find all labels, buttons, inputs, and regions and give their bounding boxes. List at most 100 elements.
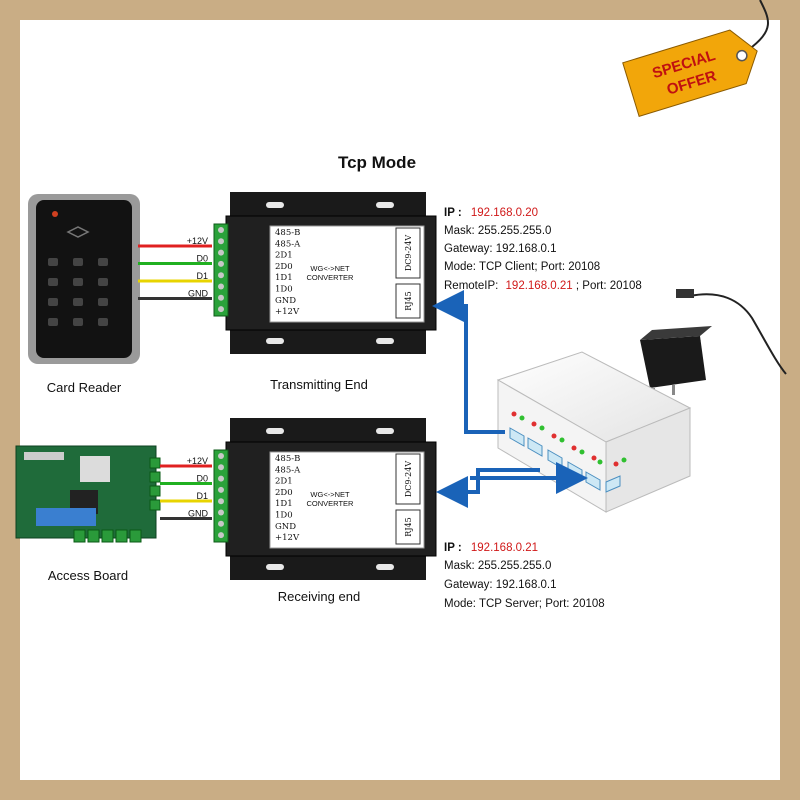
rx-mode-line: Mode: TCP Server; Port: 20108 bbox=[444, 598, 605, 610]
rx-pin-label: 2D1 bbox=[275, 477, 293, 487]
rx-screw bbox=[218, 464, 224, 471]
tx-screw bbox=[218, 238, 224, 245]
tx-mode-line: Mode: TCP Client; Port: 20108 bbox=[444, 261, 600, 273]
rx-screw bbox=[218, 520, 224, 527]
tx-screw bbox=[218, 260, 224, 267]
rx-screw bbox=[218, 532, 224, 539]
rx-name-line2: CONVERTER bbox=[307, 499, 355, 508]
rx-gateway-line: Gateway: 192.168.0.1 bbox=[444, 579, 557, 591]
tx-port-label: RJ45 bbox=[404, 291, 413, 310]
tx-pin-label: 1D1 bbox=[275, 273, 293, 283]
tx-name-line1: WG<->NET bbox=[310, 264, 350, 273]
power-adapter-icon bbox=[640, 289, 787, 398]
rx-mount-hole bbox=[266, 428, 284, 434]
bottom-wire-label: GND bbox=[188, 509, 209, 519]
tx-pin-label: +12V bbox=[275, 307, 300, 317]
tx-port-box bbox=[395, 283, 421, 319]
rx-flange-top bbox=[230, 418, 426, 444]
rx-port-label: RJ45 bbox=[404, 517, 413, 536]
bottom-wire-label: D0 bbox=[196, 474, 208, 484]
rx-mount-hole bbox=[266, 564, 284, 570]
cable-arrow-top bbox=[432, 290, 505, 434]
tx-flange-top bbox=[230, 192, 426, 218]
rx-pin-label: 485-B bbox=[275, 454, 300, 464]
rx-power-box bbox=[395, 453, 421, 505]
tx-name-line2: CONVERTER bbox=[307, 273, 355, 282]
tx-pin-label: 1D0 bbox=[275, 285, 293, 295]
receiving-label: Receiving end bbox=[278, 589, 360, 604]
rx-screw bbox=[218, 509, 224, 516]
tx-mount-hole bbox=[376, 202, 394, 208]
rx-port-box bbox=[395, 509, 421, 545]
rx-pin-label: GND bbox=[275, 522, 296, 532]
tx-gateway-line: Gateway: 192.168.0.1 bbox=[444, 243, 557, 255]
tx-screw bbox=[218, 272, 224, 279]
rx-mount-hole bbox=[376, 428, 394, 434]
tx-ip-line: IP : 192.168.0.20 bbox=[444, 207, 538, 219]
tx-ip-label: IP : bbox=[444, 207, 462, 219]
diagram-title: Tcp Mode bbox=[338, 153, 416, 172]
tx-screw bbox=[218, 306, 224, 313]
tx-remote-ip: 192.168.0.21 bbox=[506, 280, 573, 292]
rx-pin-label: 1D1 bbox=[275, 499, 293, 509]
rx-ip-value: 192.168.0.21 bbox=[471, 542, 538, 554]
rx-screw bbox=[218, 486, 224, 493]
tx-mount-hole bbox=[266, 202, 284, 208]
special-offer-badge: SPECIAL OFFER bbox=[622, 0, 769, 117]
rx-power-label: DC9-24V bbox=[404, 461, 413, 498]
rx-screw bbox=[218, 475, 224, 482]
rx-config-block: IP : 192.168.0.21 Mask: 255.255.255.0 Ga… bbox=[444, 542, 605, 610]
bottom-wire-label: +12V bbox=[187, 456, 208, 466]
tx-config-block: IP : 192.168.0.20 Mask: 255.255.255.0 Ga… bbox=[444, 207, 642, 292]
card-reader-label: Card Reader bbox=[47, 380, 122, 395]
bottom-wire-label: D1 bbox=[196, 491, 208, 501]
rx-mask-line: Mask: 255.255.255.0 bbox=[444, 560, 551, 572]
tx-remote-label: RemoteIP: bbox=[444, 280, 498, 292]
tx-screw bbox=[218, 227, 224, 233]
tx-pin-label: 485-A bbox=[275, 239, 301, 249]
tx-flange-bottom bbox=[230, 328, 426, 354]
tx-screw bbox=[218, 249, 224, 256]
tx-label-plate bbox=[269, 225, 425, 323]
rx-pin-label: 2D0 bbox=[275, 488, 293, 498]
tx-power-label: DC9-24V bbox=[404, 235, 413, 272]
top-wire-label: D0 bbox=[196, 254, 208, 264]
tx-pin-label: 2D0 bbox=[275, 262, 293, 272]
tx-power-box bbox=[395, 227, 421, 279]
tx-pin-label: 485-B bbox=[275, 228, 300, 238]
access-board-device bbox=[15, 445, 161, 543]
card-reader-device bbox=[28, 194, 140, 364]
receiving-converter: 485-B485-A2D12D01D11D0GND+12VWG<->NETCON… bbox=[213, 418, 437, 580]
top-wire-label: GND bbox=[188, 289, 209, 299]
network-cable-arrows bbox=[432, 290, 588, 508]
rx-pin-label: +12V bbox=[275, 533, 300, 543]
rx-ip-line: IP : 192.168.0.21 bbox=[444, 542, 538, 554]
transmitting-label: Transmitting End bbox=[270, 377, 368, 392]
tx-mask-line: Mask: 255.255.255.0 bbox=[444, 225, 551, 237]
rx-screw bbox=[218, 498, 224, 505]
tx-terminal bbox=[213, 223, 229, 317]
rx-name-line1: WG<->NET bbox=[310, 490, 350, 499]
tx-screw bbox=[218, 283, 224, 290]
tx-pin-label: GND bbox=[275, 296, 296, 306]
tx-screw bbox=[218, 294, 224, 301]
rx-pin-label: 485-A bbox=[275, 465, 301, 475]
tx-pin-label: 2D1 bbox=[275, 251, 293, 261]
tx-remote-port: ; Port: 20108 bbox=[576, 280, 642, 292]
rx-screw bbox=[218, 453, 224, 459]
access-board-label: Access Board bbox=[48, 568, 128, 583]
top-wire-label: +12V bbox=[187, 236, 208, 246]
tx-mount-hole bbox=[376, 338, 394, 344]
tx-mount-hole bbox=[266, 338, 284, 344]
rx-ip-label: IP : bbox=[444, 542, 462, 554]
rx-terminal bbox=[213, 449, 229, 543]
rx-mount-hole bbox=[376, 564, 394, 570]
top-wire-label: D1 bbox=[196, 271, 208, 281]
rx-label-plate bbox=[269, 451, 425, 549]
rx-flange-bottom bbox=[230, 554, 426, 580]
